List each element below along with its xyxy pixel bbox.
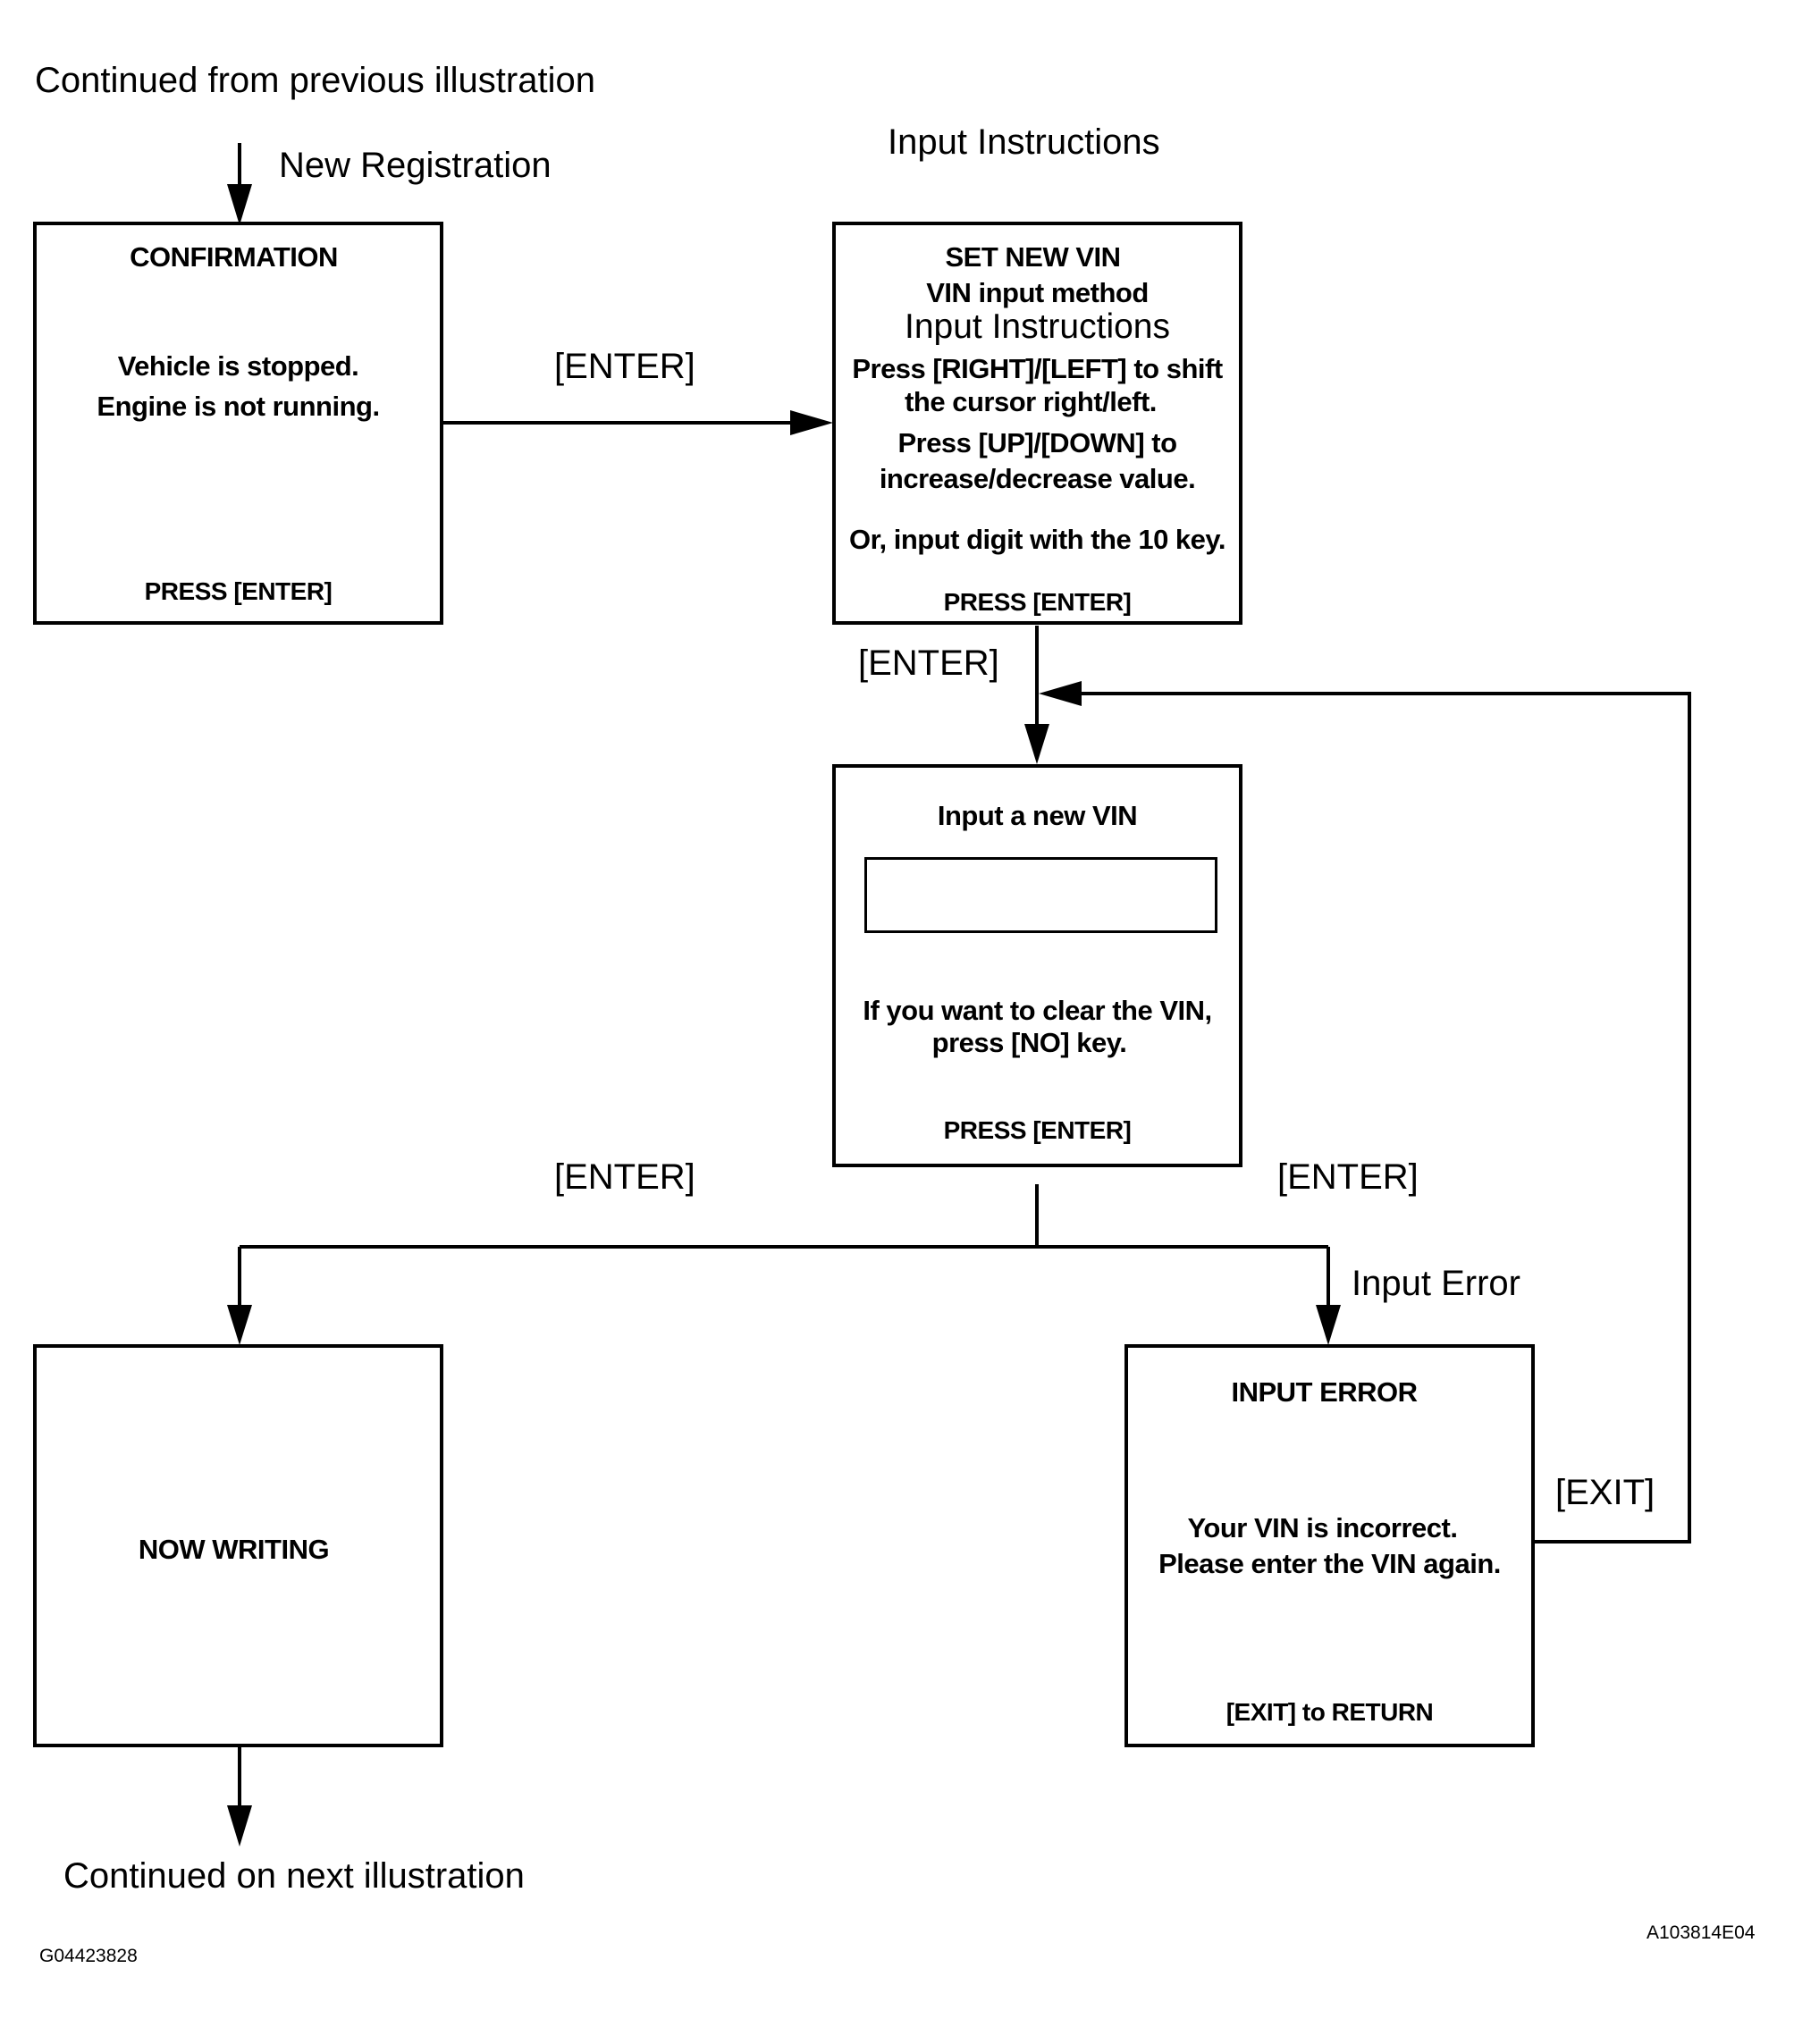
branch-left-arrowhead	[227, 1305, 252, 1345]
input-error-line-1: Your VIN is incorrect.	[1187, 1512, 1458, 1544]
enter-label-3: [ENTER]	[554, 1157, 695, 1197]
branch-right-arrowhead	[1316, 1305, 1341, 1345]
confirmation-line-2: Engine is not running.	[97, 391, 380, 422]
now-writing-screen: NOW WRITING	[33, 1344, 443, 1747]
new-registration-label: New Registration	[279, 146, 552, 185]
enter-label-1: [ENTER]	[554, 347, 695, 386]
set-new-vin-subtitle: VIN input method	[926, 277, 1149, 308]
figure-code-right: A103814E04	[1647, 1922, 1756, 1943]
input-error-footer: [EXIT] to RETURN	[1225, 1698, 1434, 1726]
set-new-vin-line-2: the cursor right/left.	[905, 386, 1157, 417]
input-vin-screen: Input a new VIN If you want to clear the…	[832, 764, 1242, 1167]
input-error-label: Input Error	[1352, 1264, 1520, 1303]
input-vin-line-2: press [NO] key.	[931, 1027, 1127, 1058]
set-new-vin-screen: SET NEW VIN VIN input method Input Instr…	[832, 222, 1242, 625]
confirmation-footer: PRESS [ENTER]	[144, 577, 333, 605]
set-new-vin-line-5: Or, input digit with the 10 key.	[849, 524, 1225, 555]
set-new-vin-line-4: increase/decrease value.	[879, 463, 1196, 494]
input-error-title: INPUT ERROR	[1231, 1376, 1418, 1408]
entry-arrowhead	[227, 184, 252, 225]
confirmation-title: CONFIRMATION	[130, 241, 338, 273]
enter-arrowhead-2	[1024, 724, 1049, 764]
input-instructions-header: Input Instructions	[888, 122, 1160, 162]
set-new-vin-line-3: Press [UP]/[DOWN] to	[897, 427, 1177, 458]
input-error-line-2: Please enter the VIN again.	[1158, 1548, 1501, 1579]
set-new-vin-line-1: Press [RIGHT]/[LEFT] to shift	[852, 353, 1223, 384]
enter-label-2: [ENTER]	[858, 643, 999, 683]
vin-input-field[interactable]	[864, 857, 1217, 933]
exit-arrowhead	[227, 1805, 252, 1846]
now-writing-title: NOW WRITING	[138, 1534, 330, 1565]
input-vin-line-1: If you want to clear the VIN,	[863, 995, 1212, 1026]
set-new-vin-instructions-label: Input Instructions	[905, 307, 1170, 346]
input-vin-footer: PRESS [ENTER]	[943, 1116, 1132, 1144]
confirmation-screen: CONFIRMATION Vehicle is stopped. Engine …	[33, 222, 443, 625]
enter-label-4: [ENTER]	[1277, 1157, 1419, 1197]
set-new-vin-footer: PRESS [ENTER]	[943, 588, 1132, 616]
exit-loop-line	[1074, 692, 1691, 1544]
confirmation-line-1: Vehicle is stopped.	[117, 350, 359, 382]
continued-next-label: Continued on next illustration	[63, 1856, 525, 1896]
enter-arrowhead-1	[790, 410, 833, 435]
figure-code-left: G04423828	[39, 1946, 138, 1966]
exit-loop-arrowhead	[1039, 681, 1082, 706]
exit-label: [EXIT]	[1555, 1473, 1655, 1512]
input-vin-title: Input a new VIN	[937, 800, 1138, 831]
set-new-vin-title: SET NEW VIN	[945, 241, 1121, 273]
input-error-screen: INPUT ERROR Your VIN is incorrect. Pleas…	[1124, 1344, 1535, 1747]
continued-from-label: Continued from previous illustration	[35, 61, 595, 100]
